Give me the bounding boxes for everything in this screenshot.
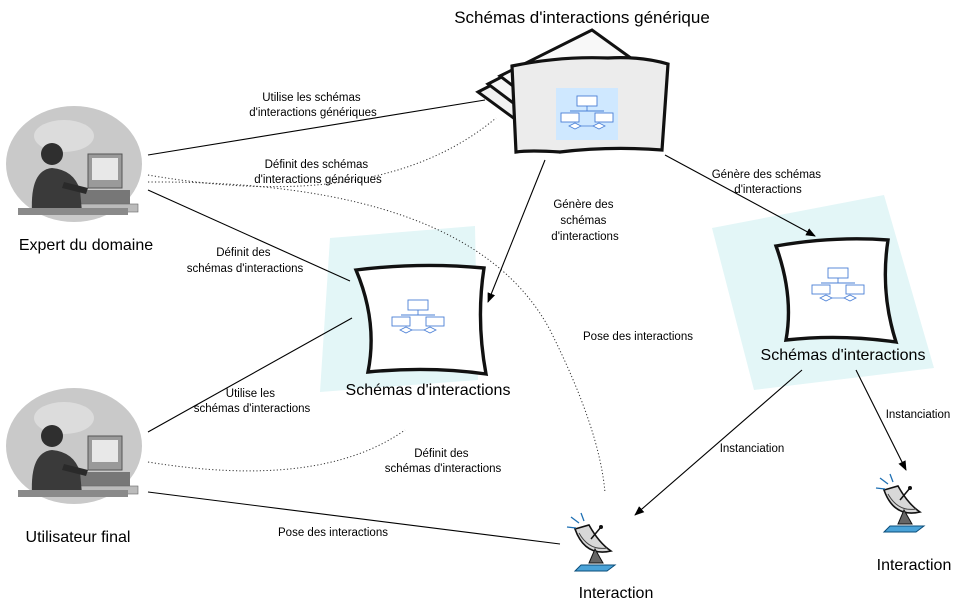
- expert-label: Expert du domaine: [19, 237, 153, 254]
- label-generic-generates-center: Génère des schémas d'interactions: [551, 199, 619, 243]
- edge-expert-defines-generic: [147, 117, 497, 188]
- edge-expert-poses-interactions: [147, 181, 606, 494]
- edge-user-uses-schemas: [147, 317, 353, 433]
- expert-icon: [5, 105, 143, 223]
- label-right-instantiation-right: Instanciation: [886, 409, 951, 421]
- edge-generic-generates-center: [487, 159, 546, 303]
- edge-user-defines-schemas: [147, 429, 406, 472]
- generic-schemas-label: Schémas d'interactions générique: [454, 8, 710, 27]
- interaction-right-icon: [875, 473, 925, 533]
- connectors: [147, 99, 907, 545]
- label-user-uses-schemas: Utilise les schémas d'interactions: [194, 388, 311, 415]
- label-expert-defines-schemas: Définit des schémas d'interactions: [187, 247, 304, 275]
- generic-schemas-node: [475, 28, 670, 154]
- edge-right-instantiation-left: [634, 369, 803, 516]
- end-user-label: Utilisateur final: [26, 529, 131, 546]
- label-user-poses-interactions: Pose des interactions: [278, 527, 388, 539]
- edge-generic-generates-right: [664, 154, 816, 237]
- label-user-defines-schemas: Définit des schémas d'interactions: [385, 448, 502, 475]
- interaction-bottom-icon: [566, 512, 616, 572]
- label-generic-generates-right: Génère des schémas d'interactions: [712, 169, 825, 196]
- edge-expert-uses-generic: [147, 99, 486, 156]
- label-expert-uses-generic: Utilise les schémas d'interactions génér…: [249, 92, 377, 119]
- schemas-center-label: Schémas d'interactions: [346, 382, 511, 399]
- edge-expert-defines-schemas: [147, 189, 351, 282]
- label-right-instantiation-left: Instanciation: [720, 443, 785, 455]
- schemas-right-label: Schémas d'interactions: [761, 347, 926, 364]
- schemas-center-node: [353, 263, 489, 377]
- edge-right-instantiation-right: [855, 369, 907, 471]
- label-expert-poses-interactions: Pose des interactions: [583, 331, 693, 343]
- interaction-right-label: Interaction: [877, 557, 952, 574]
- end-user-icon: [5, 387, 143, 505]
- interaction-bottom-label: Interaction: [579, 585, 654, 602]
- label-expert-defines-generic: Définit des schémas d'interactions génér…: [254, 159, 382, 186]
- edge-user-poses-interactions: [147, 491, 561, 545]
- schemas-right-node: [773, 237, 899, 345]
